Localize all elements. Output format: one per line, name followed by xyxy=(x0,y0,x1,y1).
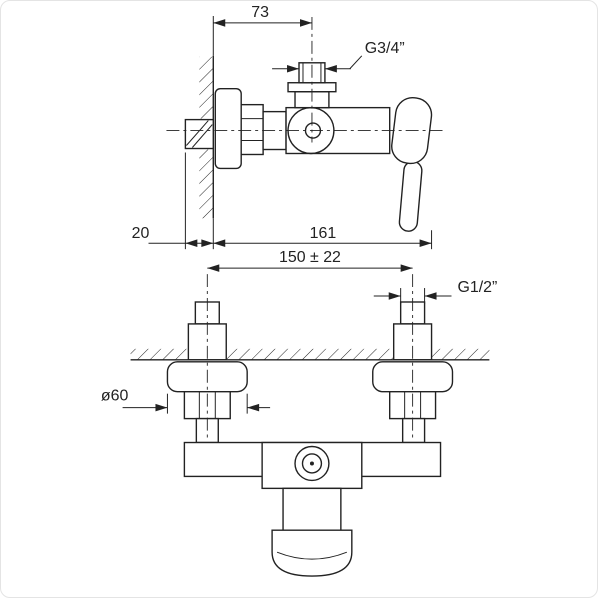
front-view: 150 ± 22 G1/2” ø60 xyxy=(101,249,497,577)
dim-label-g34: G3/4” xyxy=(365,40,405,57)
g34-leader xyxy=(349,55,363,70)
dimension-escutcheon-diameter: ø60 xyxy=(101,388,271,414)
handle-knob xyxy=(271,529,353,577)
connection-nut-side xyxy=(240,103,264,156)
handle-knob-arc xyxy=(276,551,348,560)
dimension-inlet-thread: G1/2” xyxy=(373,279,497,304)
dimension-top-offset: 73 xyxy=(212,4,312,56)
nipple-right xyxy=(401,417,426,444)
through-wall-inlet xyxy=(184,118,214,150)
inlet-hatch-1 xyxy=(186,120,209,146)
wall-hatch-front xyxy=(130,348,490,360)
hose-outlet-circle-outer xyxy=(294,445,330,482)
dim-label-150: 150 ± 22 xyxy=(279,249,341,266)
dimension-body-length: 161 xyxy=(212,218,433,250)
dim-label-d60: ø60 xyxy=(101,388,129,405)
dimension-inlet-spacing: 150 ± 22 xyxy=(207,249,413,272)
union-nuts xyxy=(183,390,437,444)
mixer-side-parts xyxy=(184,62,433,232)
side-view: 73 G3/4” 20 161 xyxy=(132,4,446,250)
dim-label-161: 161 xyxy=(310,225,337,242)
dimension-outlet-thread: G3/4” xyxy=(272,40,405,73)
wall-flange-plate xyxy=(214,88,242,170)
handle-neck xyxy=(282,487,342,531)
dim-label-g12: G1/2” xyxy=(457,279,497,296)
dimension-wall-thickness: 20 xyxy=(132,152,214,250)
lever-handle-rod xyxy=(398,160,423,232)
mixer-front-body xyxy=(183,441,442,577)
dim-label-20: 20 xyxy=(132,225,150,242)
hose-outlet-center-dot xyxy=(309,461,314,466)
dim-label-73: 73 xyxy=(251,4,269,21)
inlet-hatch-2 xyxy=(191,124,213,148)
hose-outlet-circle-inner xyxy=(301,453,323,474)
wall-hatch-side xyxy=(199,56,214,219)
